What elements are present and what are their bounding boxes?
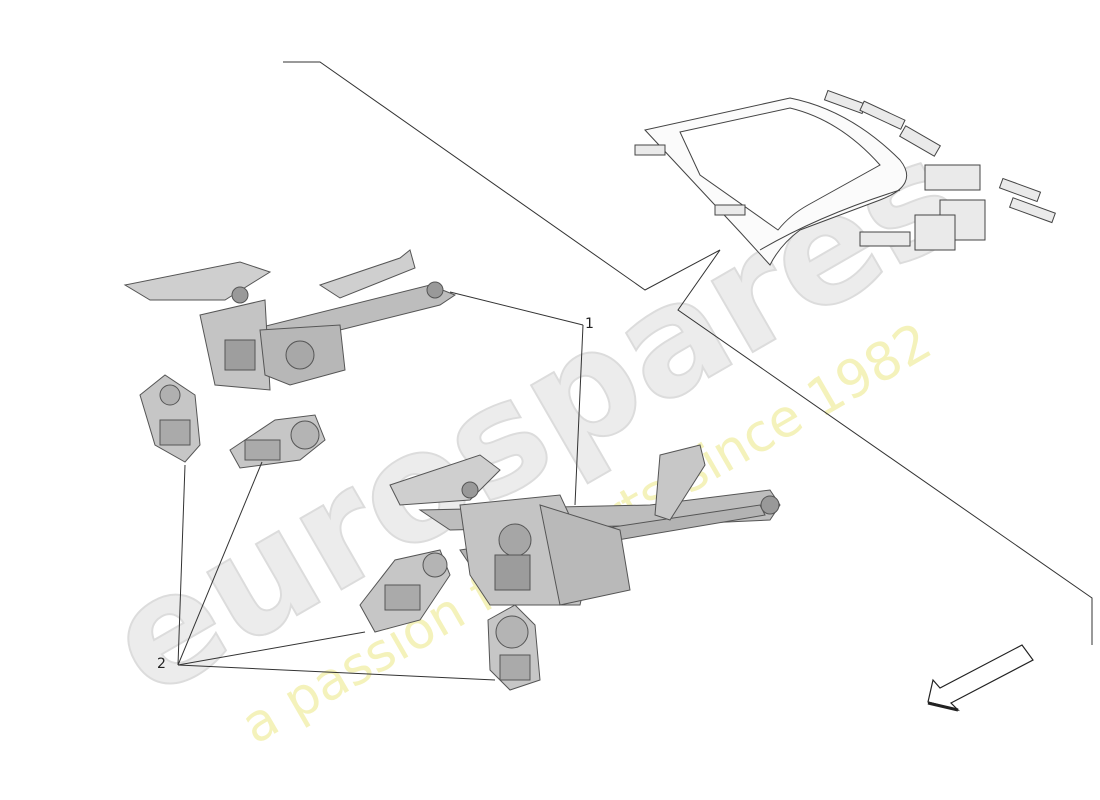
callout-1-leaders xyxy=(449,291,584,506)
roof-assembly-illustration xyxy=(634,89,1056,266)
upper-roof-linkage-mechanism xyxy=(123,249,457,391)
motor-center-b xyxy=(487,604,541,691)
section-boundary-line xyxy=(283,61,1093,645)
lower-roof-linkage-mechanism xyxy=(389,444,781,606)
callout-label-1: 1 xyxy=(585,316,594,332)
callout-2-leaders xyxy=(177,461,496,681)
callout-label-2: 2 xyxy=(157,656,166,672)
motor-upper-left-b xyxy=(229,414,326,469)
motor-center-a xyxy=(359,549,451,633)
orientation-arrow-icon xyxy=(927,644,1034,712)
motor-upper-left-a xyxy=(139,374,201,463)
